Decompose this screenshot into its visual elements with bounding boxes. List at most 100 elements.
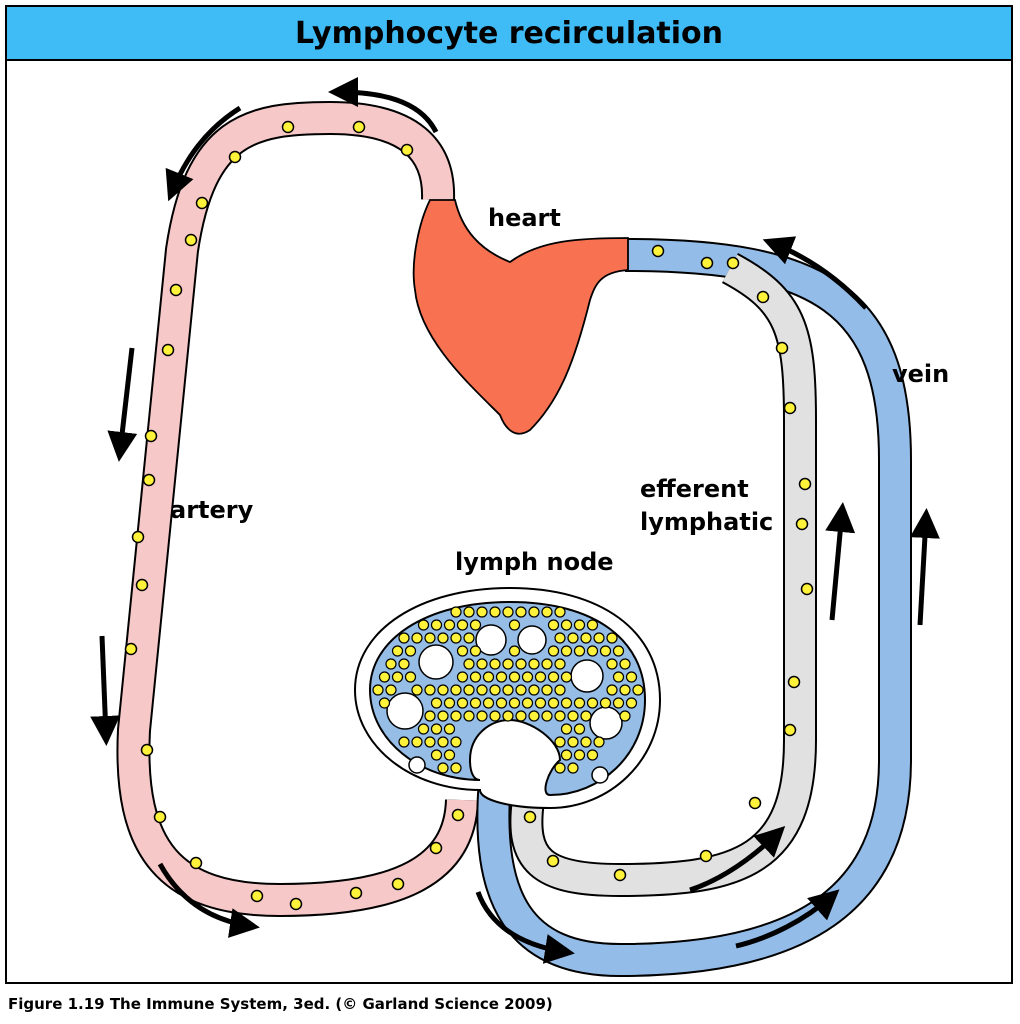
lymph-node-lymphocytes [372,606,644,774]
lymphocyte [560,645,573,657]
lymphocyte [450,736,462,748]
arrow-vein-bottom [475,891,575,964]
vein-lymphocytes [651,244,740,270]
lymphocyte [489,710,501,722]
artery-vessel [116,100,479,918]
lymphocyte [417,723,430,735]
label-lymph-node: lymph node [455,548,614,576]
lymphocyte [489,658,501,670]
lymphocyte [443,619,456,631]
lymphocyte [541,606,553,618]
lymphocyte [508,619,521,631]
lymphocyte [586,749,599,761]
flow-arrows [90,77,940,964]
lymphocyte [593,632,605,644]
lymphocyte [580,632,592,644]
lymphocyte [372,684,384,696]
lymphocyte [508,645,521,657]
lymphocyte [437,762,449,774]
lymphocyte [573,645,586,657]
lymphocyte [541,710,553,722]
lymphocyte [456,671,469,683]
lymphocyte [489,684,501,696]
lymphocyte [430,697,443,709]
lymphocyte [586,619,599,631]
lymphocyte [521,697,534,709]
diagram-title: Lymphocyte recirculation [294,15,724,51]
lymphocyte [443,723,456,735]
lymphocyte [599,697,612,709]
lymphocyte [417,619,430,631]
label-vein: vein [892,360,949,388]
lymphocyte [437,710,449,722]
lymphocyte [476,658,488,670]
lymphocyte [508,697,521,709]
lymphocyte [502,658,514,670]
lymphocyte [430,619,443,631]
lymphocyte [606,632,618,644]
arrow-lymphatic-up [825,502,856,621]
arrow-artery-upper-left [165,105,242,202]
lymphocyte [502,684,514,696]
vein-vessel [476,238,912,978]
lymphocyte [560,749,573,761]
lymphocyte [476,606,488,618]
lymphocyte [547,671,560,683]
lymphocyte [463,632,475,644]
lymphocyte [560,671,573,683]
lymphocyte [391,671,404,683]
lymphocyte [482,697,495,709]
arrow-lymphatic-bottom [689,826,786,893]
lymphocyte [632,684,644,696]
lymphocyte [456,697,469,709]
lymphocyte [619,658,631,670]
lymphocyte [502,606,514,618]
lymphocyte [573,749,586,761]
lymphocyte [547,645,560,657]
lymphocyte [612,697,625,709]
lymphocyte [567,632,579,644]
lymphocyte [469,671,482,683]
lymphocyte [463,710,475,722]
lymphocyte [606,658,618,670]
lymphocyte [391,645,404,657]
lymphocyte [567,710,579,722]
lymphocyte [398,658,410,670]
lymphocyte [430,749,443,761]
lymphocyte [554,710,566,722]
lymphocyte [476,684,488,696]
lymphocyte [404,645,417,657]
lymphocyte [424,632,436,644]
lymphocyte [385,658,397,670]
lymphocyte [560,697,573,709]
lymphocyte [378,671,391,683]
lymphatic-lymphocytes [523,290,814,882]
lymphocyte [599,645,612,657]
lymphocyte [625,697,638,709]
lymphocyte [554,632,566,644]
arrow-vein-up [909,508,940,626]
lymphocyte [528,606,540,618]
lymphocyte [482,671,495,683]
lymphocyte [437,632,449,644]
label-efferent: efferent [640,475,749,503]
lymphocyte [547,619,560,631]
lymphocyte [404,671,417,683]
lymphocyte [398,736,410,748]
lymphocyte [528,684,540,696]
lymphocyte [411,684,423,696]
lymphocyte [443,749,456,761]
lymphocyte [424,736,436,748]
label-heart: heart [488,204,561,232]
lymphocyte [424,710,436,722]
lymphocyte [554,762,566,774]
lymphocyte [508,671,521,683]
lymphocyte [593,736,605,748]
lymphocyte [450,684,462,696]
lymphocyte [547,697,560,709]
lymphocyte [541,684,553,696]
heart-shape [412,199,629,435]
lymphocyte [515,658,527,670]
lymphocyte [521,671,534,683]
lymphocyte [528,658,540,670]
